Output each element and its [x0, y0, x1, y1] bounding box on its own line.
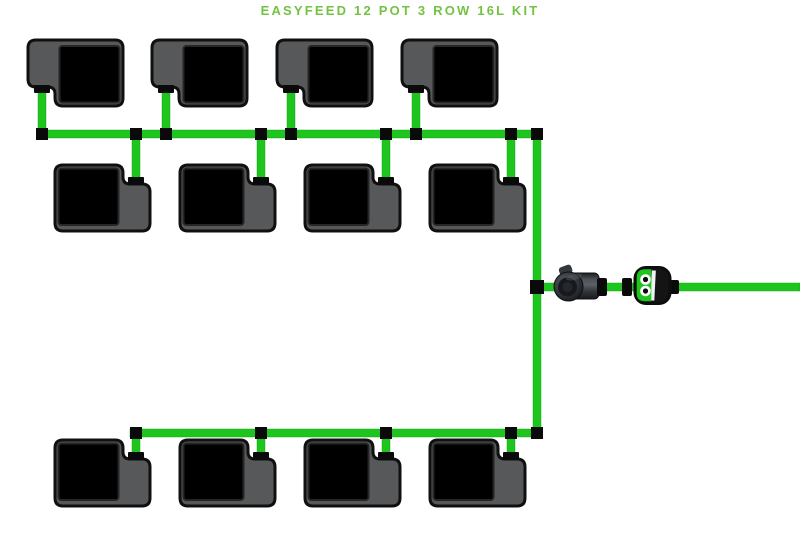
tube-junction: [130, 128, 142, 140]
pot-row-3-2: [178, 438, 277, 508]
pot-row-1-1: [26, 38, 125, 108]
tube-collar: [408, 85, 424, 93]
diagram-title: EASYFEED 12 POT 3 ROW 16L KIT: [260, 3, 540, 18]
tube-junction: [505, 427, 517, 439]
tube-junction: [160, 128, 172, 140]
tube-collar: [597, 278, 607, 296]
tube-collar: [128, 452, 144, 460]
trunk-tee-junction: [530, 280, 544, 294]
tube-junction: [410, 128, 422, 140]
pot-row-1-4: [400, 38, 499, 108]
tube-collar: [378, 177, 394, 185]
pot-row-3-4: [428, 438, 527, 508]
tube-junction: [285, 128, 297, 140]
tube-collar: [378, 452, 394, 460]
pot-row-1-3: [275, 38, 374, 108]
pot-body: [182, 442, 245, 501]
tube-junction: [255, 427, 267, 439]
pot-body: [307, 442, 370, 501]
tube-collar: [128, 177, 144, 185]
pot-body: [432, 442, 495, 501]
connector-green-face: [636, 269, 652, 302]
pot-row-1-2: [150, 38, 249, 108]
tube-collar: [158, 85, 174, 93]
connector-seam: [650, 270, 656, 301]
tube-collar: [34, 85, 50, 93]
pot-row-3-1: [53, 438, 152, 508]
tube-collar: [253, 452, 269, 460]
pot-row-2-4: [428, 163, 527, 233]
tube-collar: [503, 452, 519, 460]
tube-junction: [380, 128, 392, 140]
tube-junction: [505, 128, 517, 140]
pot-body: [182, 167, 245, 226]
connector-port-hole: [642, 288, 649, 294]
pump-impeller-hub: [562, 282, 573, 292]
tube-collar: [503, 177, 519, 185]
pot-body: [182, 45, 245, 104]
pot-body: [57, 442, 120, 501]
pot-row-2-1: [53, 163, 152, 233]
pot-row-3-3: [303, 438, 402, 508]
tube-collar: [622, 278, 632, 296]
tube-junction: [36, 128, 48, 140]
pot-body: [58, 45, 121, 104]
pump-highlight: [566, 273, 582, 281]
tube-collar: [283, 85, 299, 93]
pot-row-2-2: [178, 163, 277, 233]
pot-body: [57, 167, 120, 226]
tube-junction: [531, 128, 543, 140]
pot-body: [432, 167, 495, 226]
pot-row-2-3: [303, 163, 402, 233]
pot-body: [307, 167, 370, 226]
tube-junction: [380, 427, 392, 439]
pot-body: [307, 45, 370, 104]
connector-port-hole: [642, 276, 649, 283]
tube-junction: [130, 427, 142, 439]
tube-junction: [255, 128, 267, 140]
tube-junction: [531, 427, 543, 439]
manifold-bottom-tube: [129, 428, 542, 438]
pot-body: [432, 45, 495, 104]
tube-collar: [253, 177, 269, 185]
